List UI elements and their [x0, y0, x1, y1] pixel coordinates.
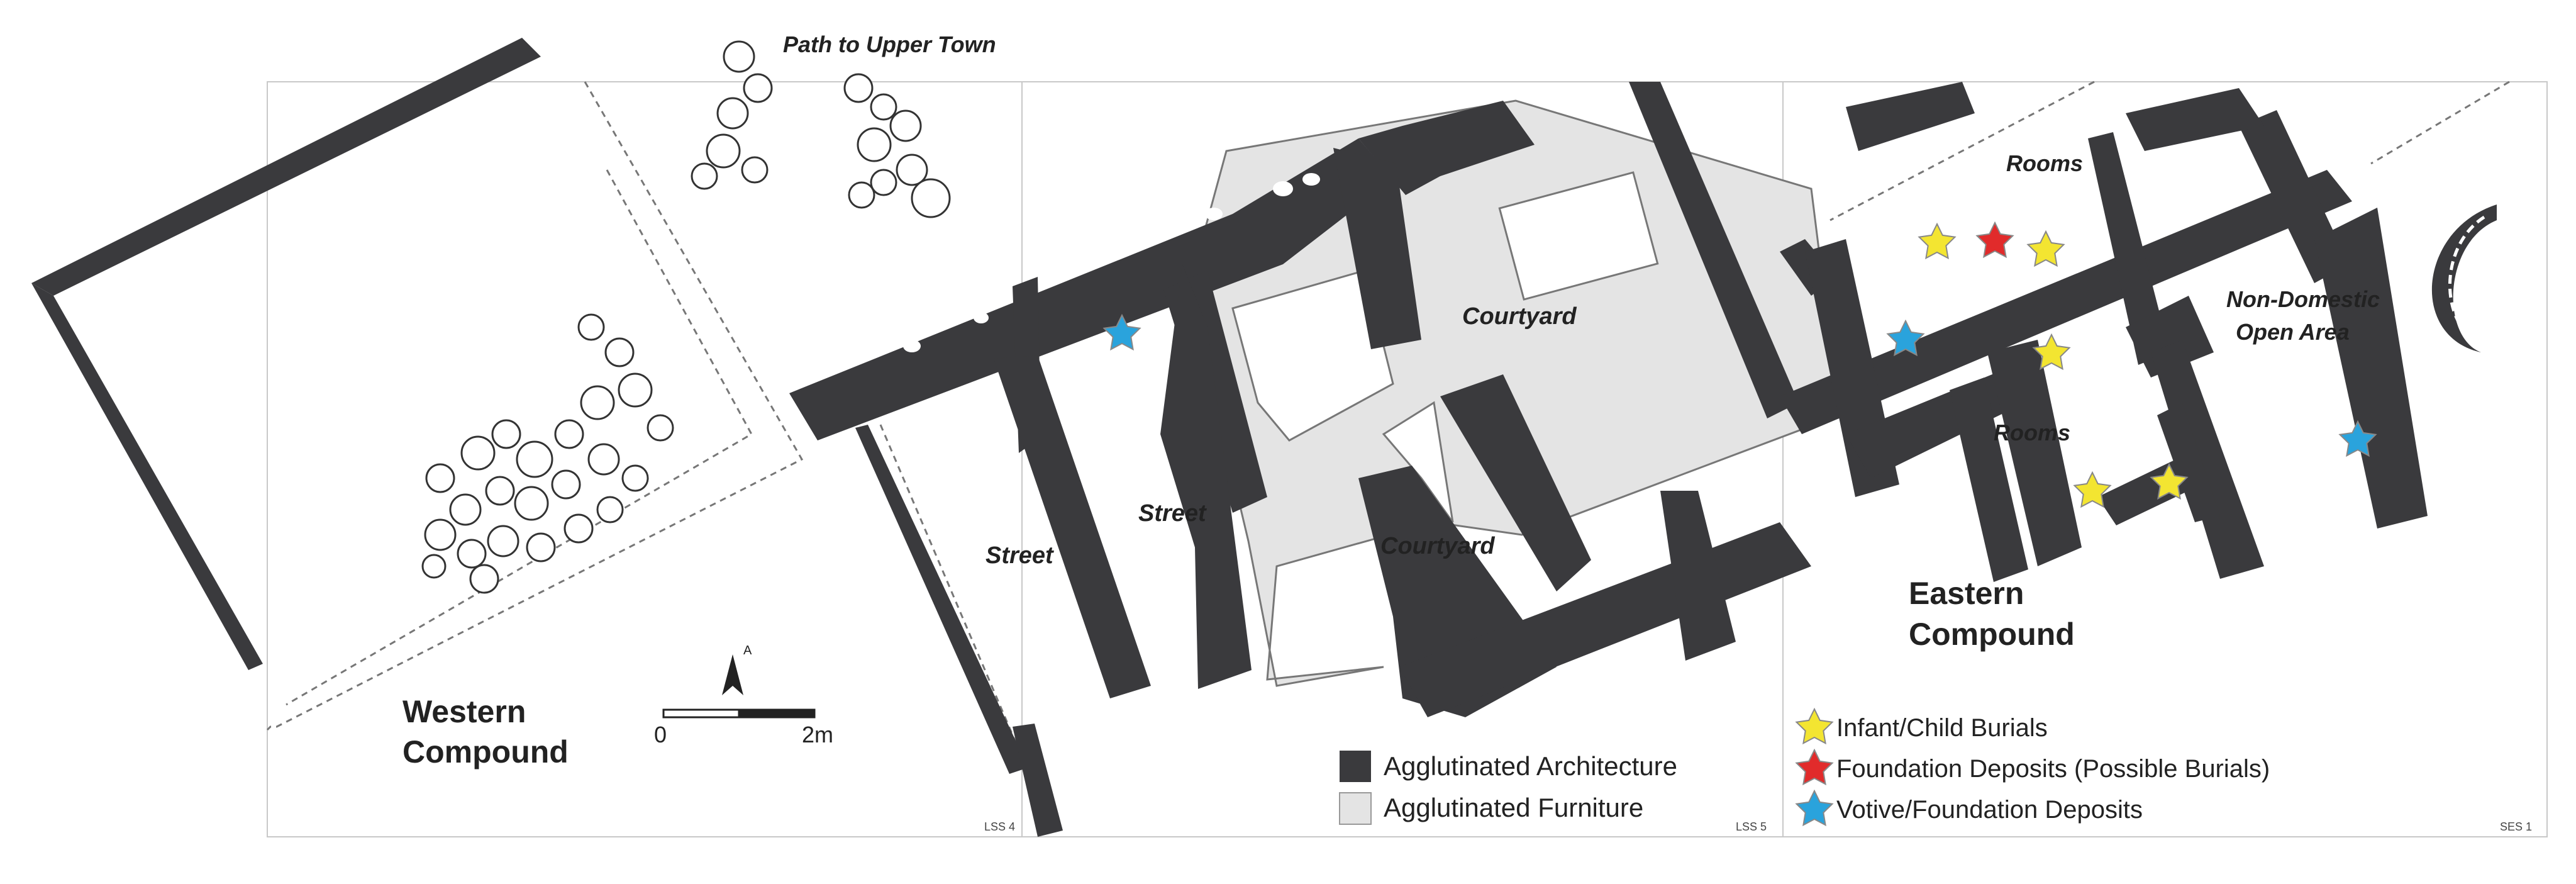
sheet-label-lss4: LSS 4: [984, 820, 1015, 833]
label-street-right: Street: [1138, 500, 1207, 527]
sheet-grid: [267, 81, 2548, 837]
place-labels: Path to Upper Town Rooms Rooms Courtyard…: [402, 31, 2380, 769]
label-eastern-line2: Compound: [1909, 617, 2075, 652]
label-eastern-line1: Eastern: [1909, 576, 2024, 611]
label-courtyard-upper: Courtyard: [1462, 303, 1577, 330]
wall-niches: [903, 173, 1320, 352]
label-courtyard-lower: Courtyard: [1380, 533, 1495, 559]
scale-bar-start: 0: [654, 722, 667, 747]
sheet-label-lss5: LSS 5: [1736, 820, 1767, 833]
scale-bar-end: 2m: [802, 722, 833, 747]
foundation-deposit-star-icon[interactable]: [1976, 222, 2014, 258]
western-compound-enclosure: [266, 81, 2510, 765]
oven-feature: [2431, 204, 2497, 352]
label-western-line1: Western: [402, 694, 526, 729]
legend-label-architecture: Agglutinated Architecture: [1384, 751, 1677, 781]
legend-foundation-star-icon: [1796, 749, 1833, 785]
rubble-western: [421, 313, 674, 594]
north-arrow-icon: A: [722, 644, 752, 695]
legend-architecture: Agglutinated Architecture Agglutinated F…: [1339, 751, 1677, 825]
label-street-left: Street: [985, 542, 1054, 569]
legend-label-furniture: Agglutinated Furniture: [1384, 793, 1643, 822]
legend-swatch-architecture: [1340, 751, 1371, 782]
label-rooms-lower: Rooms: [1994, 420, 2070, 445]
legend-swatch-furniture: [1339, 792, 1372, 825]
sheet-label-ses1: SES 1: [2500, 820, 2532, 833]
western-compound-walls: [31, 38, 541, 670]
label-non-domestic: Non-Domestic: [2226, 286, 2380, 312]
sheet-labels: LSS 4 LSS 5 SES 1: [984, 820, 2532, 833]
agglutinated-walls: [789, 82, 2428, 837]
label-western-line2: Compound: [402, 734, 569, 769]
infant-burial-star-icon[interactable]: [1918, 223, 1956, 259]
agglutinated-furniture: [1187, 99, 1841, 687]
infant-burial-star-icon[interactable]: [2027, 231, 2065, 267]
legend-infant-star-icon: [1796, 708, 1833, 744]
legend-label-foundation: Foundation Deposits (Possible Burials): [1836, 755, 2270, 783]
scale-bar: 0 2m: [654, 708, 833, 747]
north-arrow-letter: A: [743, 644, 752, 657]
rubble-upper-town-path: [691, 40, 951, 218]
legend-deposits: Infant/Child Burials Foundation Deposits…: [1796, 708, 2270, 826]
label-rooms-upper: Rooms: [2006, 150, 2083, 176]
label-path-to-upper-town: Path to Upper Town: [783, 31, 996, 57]
foundation-deposit-markers: [1976, 222, 2014, 258]
legend-label-infant: Infant/Child Burials: [1836, 714, 2048, 742]
legend-votive-star-icon: [1796, 790, 1833, 826]
label-open-area: Open Area: [2236, 319, 2350, 345]
legend-label-votive: Votive/Foundation Deposits: [1836, 796, 2143, 824]
